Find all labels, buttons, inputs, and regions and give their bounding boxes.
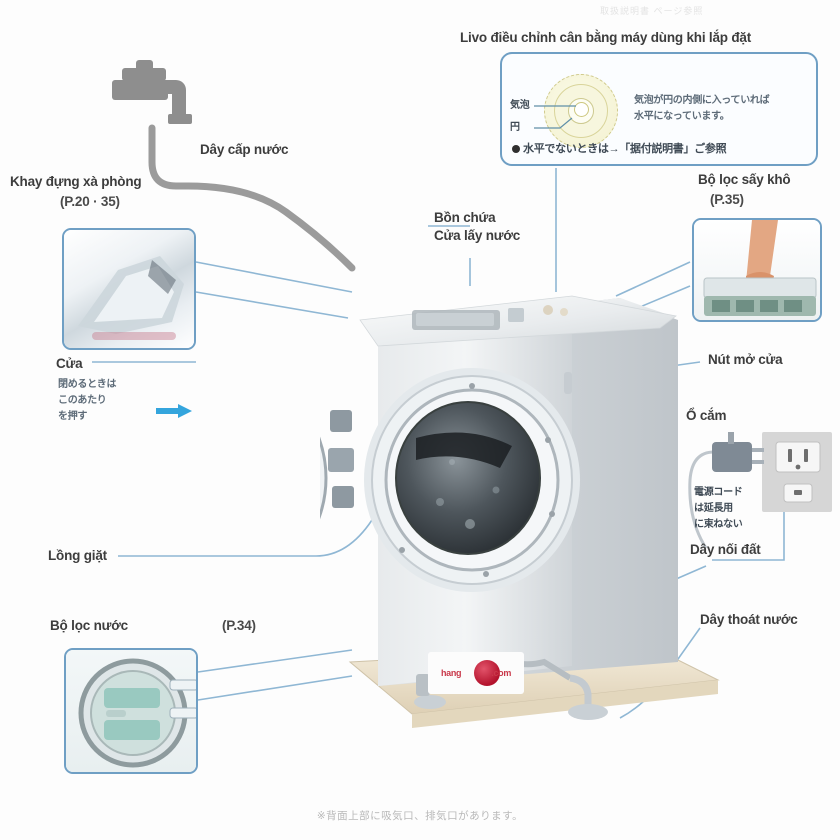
top-faint-note: 取扱説明書 ページ参照: [600, 6, 704, 16]
label-door: Cửa: [56, 356, 83, 371]
power-cord-jp-line3: に束ねない: [694, 519, 743, 530]
power-cord-jp-line1: 電源コード: [694, 487, 743, 498]
inset-dry-filter[interactable]: [692, 218, 822, 322]
bullet-dot-icon: [512, 145, 520, 154]
label-water-supply-hose: Dây cấp nước: [200, 142, 289, 157]
inset-detergent-tray[interactable]: [62, 228, 196, 350]
label-drain-hose: Dây thoát nước: [700, 612, 798, 627]
gauge-circle-label: 円: [510, 122, 520, 133]
label-door-open-button: Nút mở cửa: [708, 352, 783, 367]
label-level-adjust: Livo điều chỉnh cân bằng máy dùng khi lắ…: [460, 30, 752, 45]
footer-note: ※背面上部に吸気口、排気口があります。: [316, 810, 524, 822]
door-jp-line3: を押す: [58, 411, 88, 422]
door-jp-line1: 閉めるときは: [58, 379, 117, 390]
watermark-logo: hang .com: [428, 652, 524, 694]
label-water-filter: Bộ lọc nước: [50, 618, 128, 633]
faucet-icon: [112, 52, 204, 143]
label-ground-wire: Dây nối đất: [690, 542, 761, 557]
watermark-blob: [474, 660, 500, 686]
label-water-port: Cửa lấy nước: [434, 228, 521, 243]
power-outlet-graphic: [704, 430, 834, 534]
gauge-bubble-label: 気泡: [510, 100, 530, 111]
gauge-note-line1: 気泡が円の内側に入っていれば: [634, 95, 770, 106]
power-cord-jp-line2: は延長用: [694, 503, 733, 514]
label-drum: Lồng giặt: [48, 548, 107, 563]
label-dry-filter-page: (P.35): [710, 192, 744, 207]
gauge-note-line2: 水平になっています。: [634, 111, 730, 122]
label-dry-filter: Bộ lọc sấy khô: [698, 172, 791, 187]
inset-level-gauge[interactable]: 気泡 円 気泡が円の内側に入っていれば 水平になっています。 水平でないときは→…: [500, 52, 818, 166]
watermark-text-left: hang: [440, 668, 462, 678]
watermark-text-right: .com: [491, 668, 512, 678]
label-detergent-tray: Khay đựng xà phòng: [10, 174, 142, 189]
label-power-outlet: Ổ cắm: [686, 408, 727, 423]
door-jp-line2: このあたり: [58, 395, 107, 406]
gauge-bullet-row: 水平でないときは→「据付説明書」ご参照: [512, 142, 727, 157]
label-water-filter-page: (P.34): [222, 618, 256, 633]
label-tank: Bồn chứa: [434, 210, 496, 225]
door-press-arrow-icon: [156, 404, 192, 418]
inset-water-filter[interactable]: [64, 648, 198, 774]
label-detergent-tray-page: (P.20 · 35): [60, 194, 120, 209]
gauge-bullet-text: 水平でないときは→「据付説明書」ご参照: [523, 143, 727, 155]
level-gauge-bubble: [574, 102, 589, 117]
